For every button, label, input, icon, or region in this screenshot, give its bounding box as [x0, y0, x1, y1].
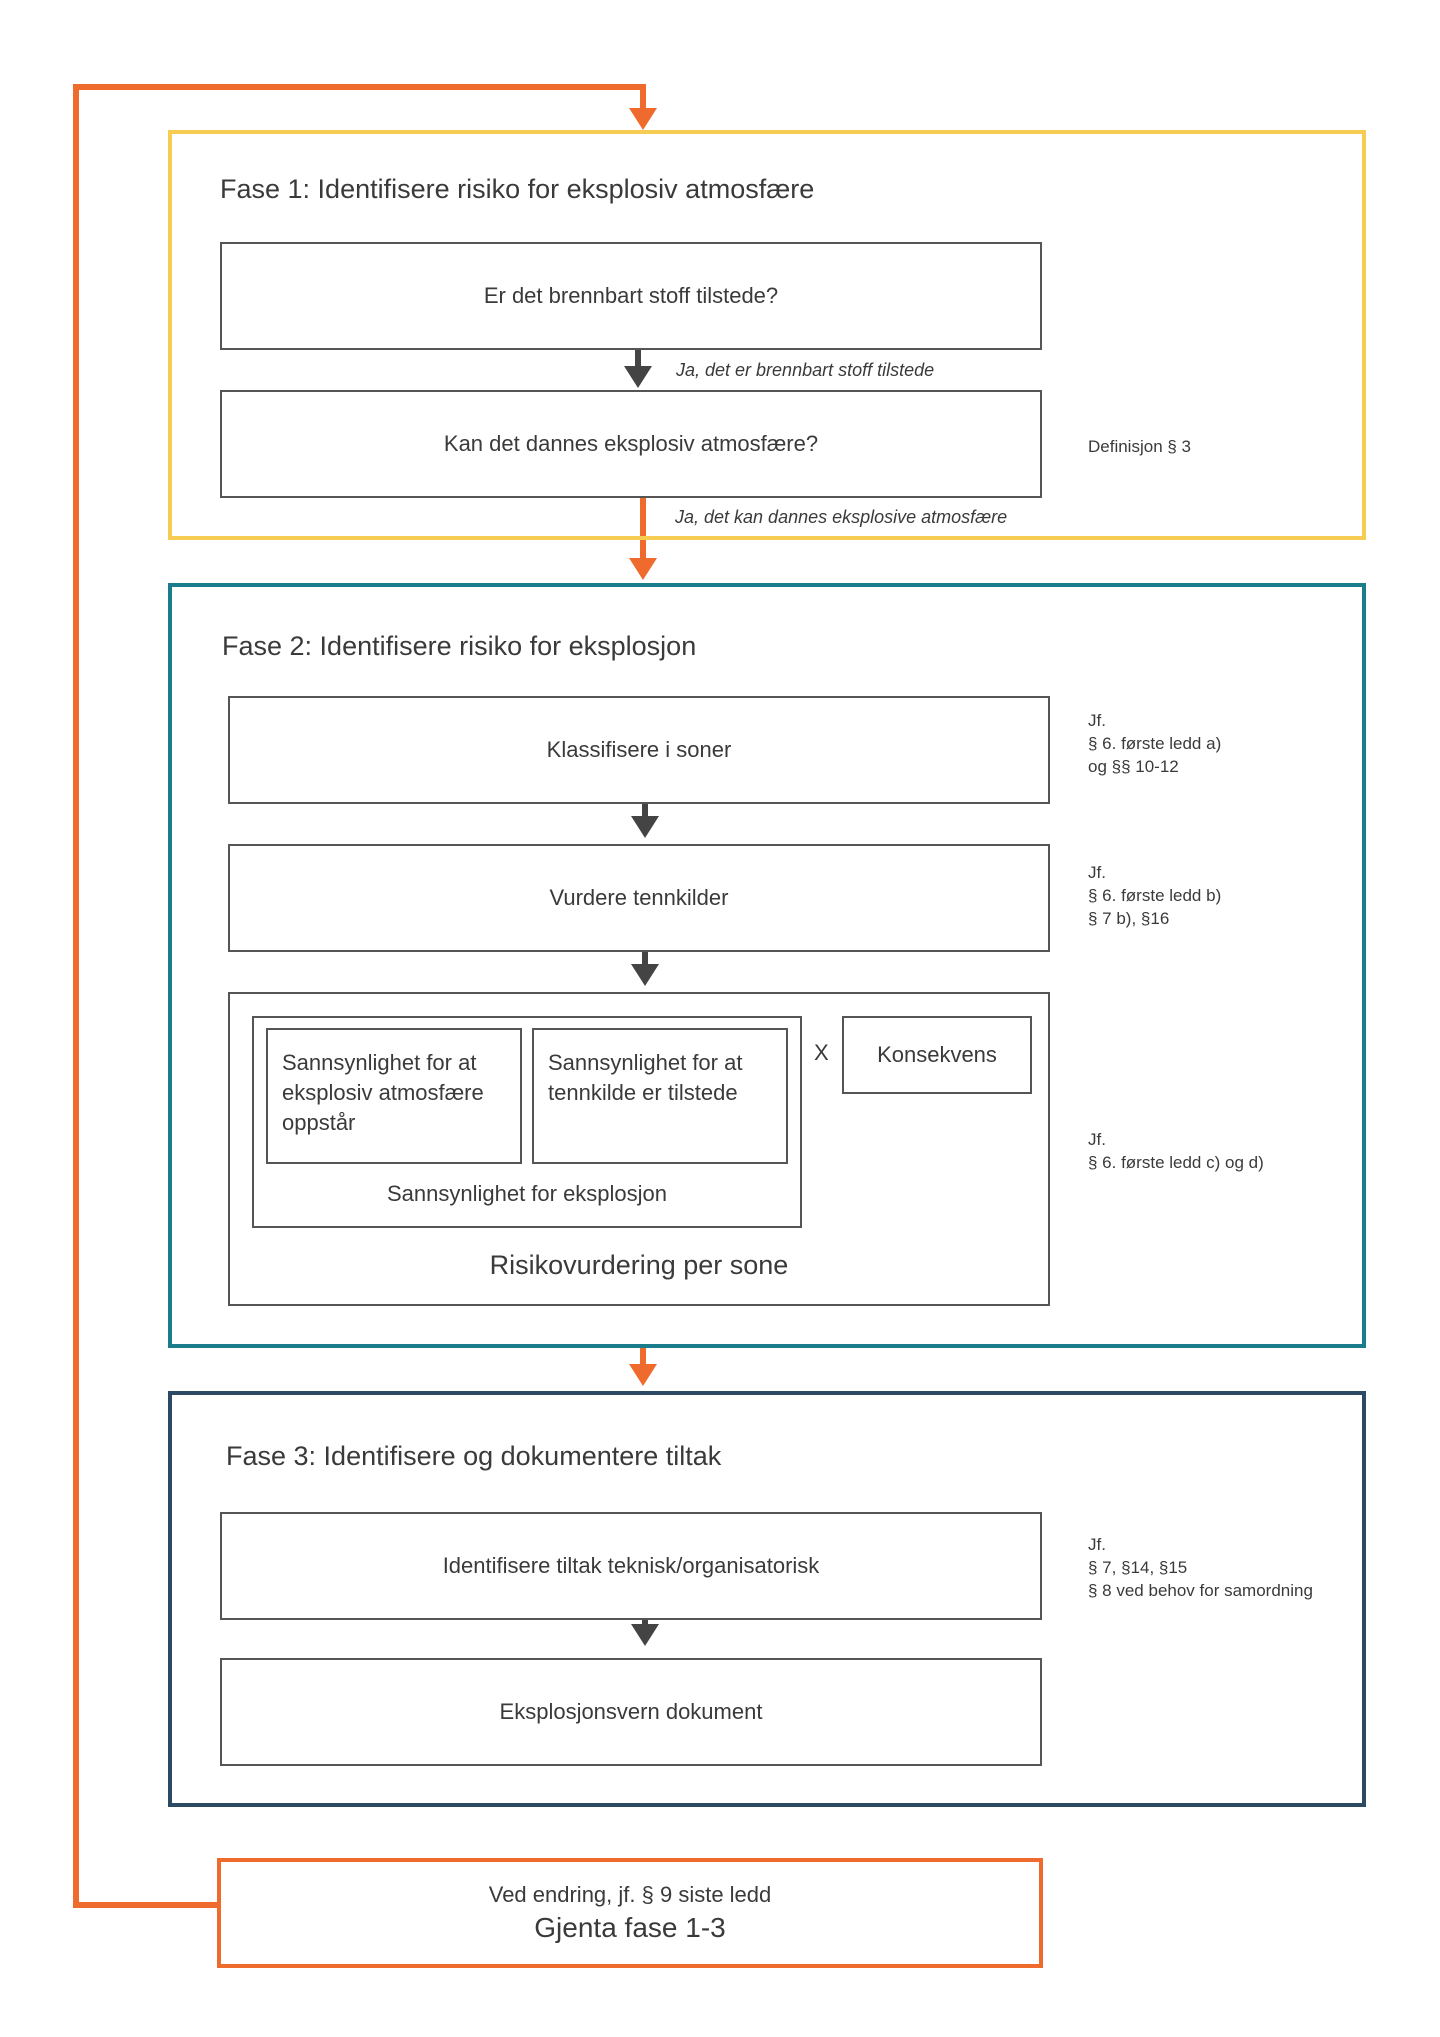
- phase1-container: Fase 1: Identifisere risiko for eksplosi…: [168, 130, 1366, 540]
- phase2-step-classify-zones: Klassifisere i soner: [228, 696, 1050, 804]
- risk-assessment-box: Risikovurdering per sone: [228, 992, 1050, 1306]
- loop-arrowhead: [629, 108, 657, 130]
- phase2-step-ignition-sources: Vurdere tennkilder: [228, 844, 1050, 952]
- arrow-p2-step1: [631, 816, 659, 838]
- phase2-title: Fase 2: Identifisere risiko for eksplosj…: [222, 631, 697, 661]
- phase2-step1-note: Jf. § 6. første ledd a) og §§ 10-12: [1088, 711, 1222, 776]
- phase3-step1-note: Jf. § 7, §14, §15 § 8 ved behov for samo…: [1088, 1535, 1313, 1600]
- explosion-probability-label: Sannsynlighet for eksplosjon: [386, 1181, 668, 1206]
- phase2-step2-note: Jf. § 6. første ledd b) § 7 b), §16: [1088, 863, 1222, 928]
- repeat-subtitle: Ved endring, jf. § 9 siste ledd: [488, 1882, 772, 1907]
- risk-per-zone-label: Risikovurdering per sone: [489, 1250, 789, 1280]
- phase1-step1-yes-label: Ja, det er brennbart stoff tilstede: [676, 360, 935, 380]
- probability-atmosphere-box: Sannsynlighet for at eksplosiv atmosfære…: [266, 1028, 522, 1164]
- phase1-definition-note: Definisjon § 3: [1088, 437, 1192, 456]
- risk-note: Jf. § 6. første ledd c) og d): [1088, 1130, 1264, 1172]
- phase3-step-explosion-protection-document: Eksplosjonsvern dokument: [220, 1658, 1042, 1766]
- phase1-title: Fase 1: Identifisere risiko for eksplosi…: [220, 174, 815, 204]
- repeat-title: Gjenta fase 1-3: [534, 1912, 726, 1943]
- arrow-p3-step: [631, 1624, 659, 1646]
- multiply-sign: X: [814, 1040, 829, 1065]
- arrow-p1-step: [624, 366, 652, 388]
- phase3-step-identify-measures: Identifisere tiltak teknisk/organisatori…: [220, 1512, 1042, 1620]
- repeat-loop-line: [73, 84, 646, 1908]
- phase2-container: Fase 2: Identifisere risiko for eksplosj…: [168, 583, 1366, 1348]
- repeat-box: Ved endring, jf. § 9 siste ledd Gjenta f…: [217, 1858, 1043, 1968]
- phase1-step2-yes-label: Ja, det kan dannes eksplosive atmosfære: [675, 507, 1008, 527]
- probability-ignition-box: Sannsynlighet for at tennkilde er tilste…: [532, 1028, 788, 1164]
- phase3-container: Fase 3: Identifisere og dokumentere tilt…: [168, 1391, 1366, 1807]
- arrow-p2-step2: [631, 964, 659, 986]
- consequence-box: Konsekvens: [842, 1016, 1032, 1094]
- phase3-arrowhead: [629, 1364, 657, 1386]
- phase1-step-explosive-atmosphere: Kan det dannes eksplosiv atmosfære?: [220, 390, 1042, 498]
- explosion-probability-box: Sannsynlighet for eksplosjon: [252, 1016, 802, 1228]
- phase3-title: Fase 3: Identifisere og dokumentere tilt…: [226, 1441, 722, 1471]
- phase2-arrowhead: [629, 558, 657, 580]
- phase1-step-flammable: Er det brennbart stoff tilstede?: [220, 242, 1042, 350]
